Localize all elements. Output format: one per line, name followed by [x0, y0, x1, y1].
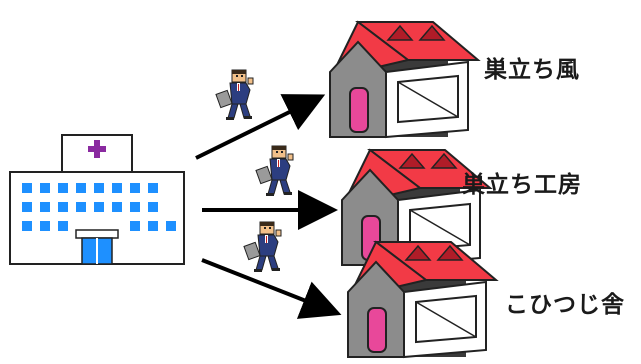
walking-businessman-icon	[215, 69, 254, 121]
destination-label-1: 巣立ち風	[484, 57, 580, 83]
walking-businessman-icon	[243, 221, 282, 273]
destination-label-3: こひつじ舎	[505, 292, 625, 318]
destination-label-2: 巣立ち工房	[462, 172, 582, 198]
walking-businessman-icon	[255, 145, 294, 197]
arrow-to-destination-3	[201, 258, 342, 319]
house-icon	[329, 21, 479, 138]
hospital-building-icon	[9, 134, 185, 265]
arrow-to-destination-1	[195, 94, 326, 160]
